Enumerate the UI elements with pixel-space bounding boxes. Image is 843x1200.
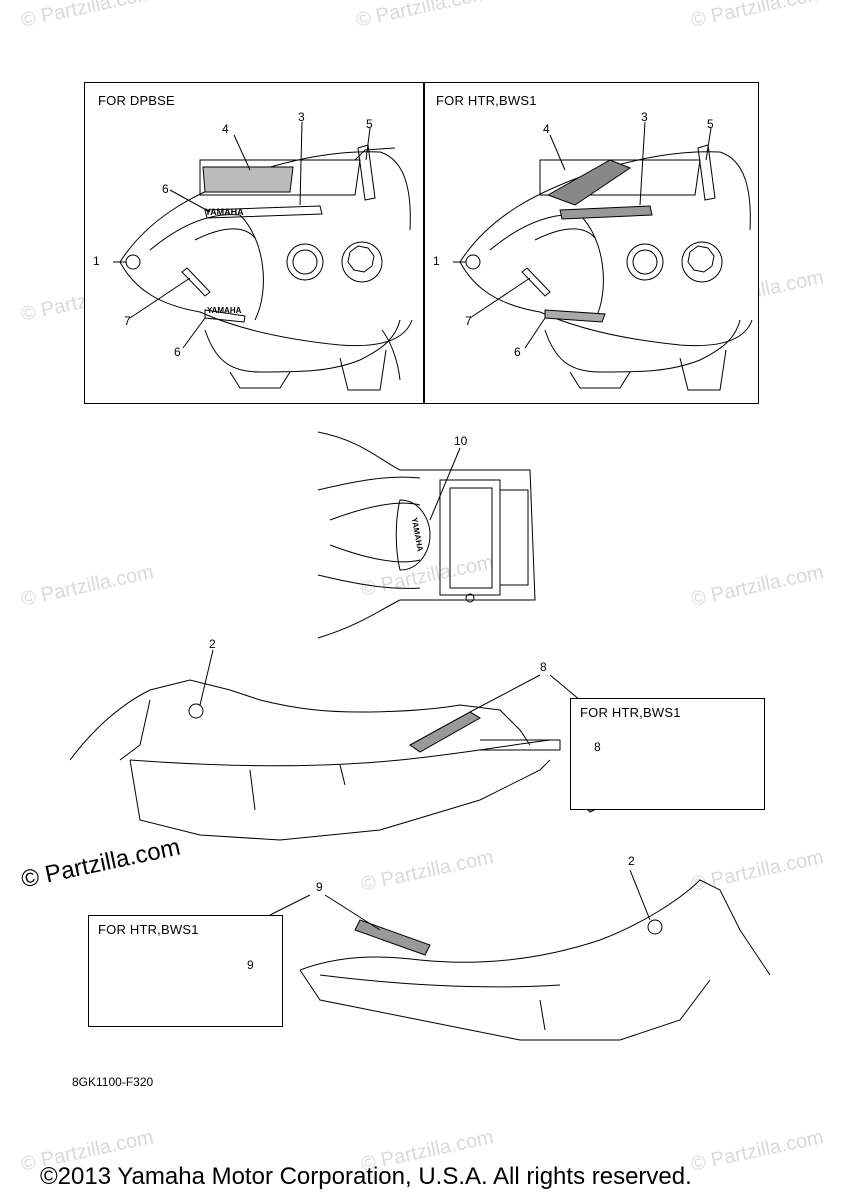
- leaders-9: [269, 894, 381, 931]
- callout-6: 6: [162, 182, 169, 196]
- panel-label-dpbse: FOR DPBSE: [98, 93, 175, 108]
- callout-6: 6: [174, 345, 181, 359]
- panel-label-htr-bws1: FOR HTR,BWS1: [436, 93, 537, 108]
- callout-7: 7: [465, 314, 472, 328]
- callout-1: 1: [433, 254, 440, 268]
- top-view-deck: [317, 431, 536, 639]
- callout-9: 9: [247, 958, 254, 972]
- callout-7: 7: [124, 314, 131, 328]
- yamaha-decal-text: YAMAHA: [205, 207, 244, 217]
- callout-2: 2: [209, 637, 216, 651]
- panel-divider: [423, 82, 425, 404]
- inset-8-box: [570, 698, 765, 810]
- callout-3: 3: [641, 110, 648, 124]
- callout-2: 2: [628, 854, 635, 868]
- callout-8: 8: [540, 660, 547, 674]
- left-panel-leaders: [113, 121, 371, 349]
- right-panel-leaders: [453, 121, 712, 349]
- leaders-8: [469, 674, 581, 713]
- inset-9-box: [88, 915, 283, 1027]
- callout-6: 6: [514, 345, 521, 359]
- callout-5: 5: [707, 117, 714, 131]
- callout-8: 8: [594, 740, 601, 754]
- side-view-right: [299, 869, 771, 1041]
- left-panel-craft: [119, 144, 413, 391]
- side-view-left: [69, 649, 561, 841]
- callout-10: 10: [454, 434, 468, 448]
- copyright-notice: ©2013 Yamaha Motor Corporation, U.S.A. A…: [40, 1163, 692, 1190]
- callout-4: 4: [543, 122, 550, 136]
- inset-9-label: FOR HTR,BWS1: [98, 922, 199, 937]
- drawing-code: 8GK1100-F320: [72, 1075, 154, 1089]
- callout-9: 9: [316, 880, 323, 894]
- top-panel-box: [84, 82, 759, 404]
- callout-3: 3: [298, 110, 305, 124]
- yamaha-decal-text: YAMAHA: [207, 306, 242, 315]
- callout-4: 4: [222, 122, 229, 136]
- inset-8-label: FOR HTR,BWS1: [580, 705, 681, 720]
- right-panel-craft: [459, 144, 753, 391]
- callout-1: 1: [93, 254, 100, 268]
- callout-5: 5: [366, 117, 373, 131]
